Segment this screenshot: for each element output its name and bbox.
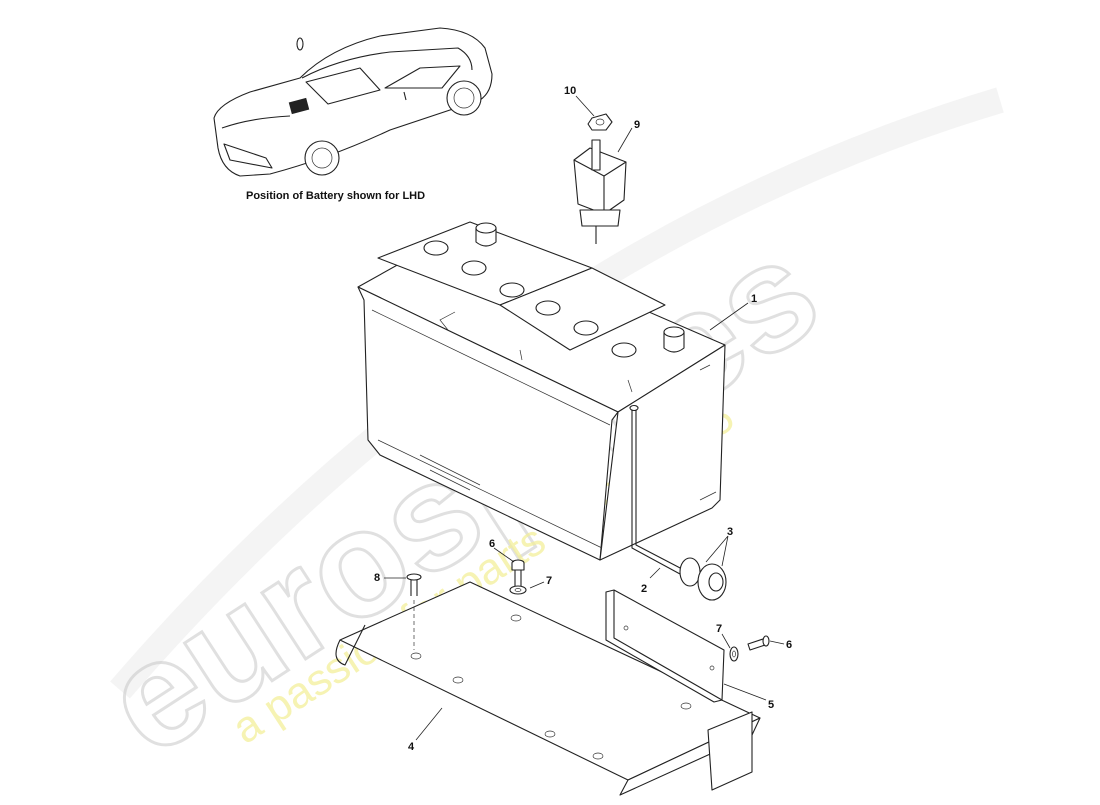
callout-5: 5 (768, 699, 774, 711)
clamp-bar (605, 589, 725, 703)
battery-front-face (357, 286, 619, 561)
battery-terminal-left (475, 222, 497, 247)
car-body (213, 27, 493, 177)
callout-6-upper: 6 (489, 538, 495, 550)
tray-end-flange (707, 711, 753, 791)
terminal-insulator (573, 139, 627, 244)
callout-6-right: 6 (786, 639, 792, 651)
battery (357, 221, 726, 561)
callout-1: 1 (751, 293, 757, 305)
battery-position-caption: Position of Battery shown for LHD (246, 190, 426, 202)
car-roofline (301, 47, 473, 79)
car-side-window (384, 65, 461, 89)
battery-terminal-right (663, 326, 685, 353)
washer-right (729, 646, 739, 662)
battery-lid-right (499, 267, 666, 351)
washer-upper (509, 585, 527, 595)
nut (587, 113, 613, 131)
bolt-upper (511, 559, 525, 586)
car-rear-wheel (446, 80, 482, 116)
callout-4: 4 (408, 741, 415, 753)
callout-7-upper: 7 (546, 575, 552, 587)
car-bonnet-line (221, 115, 291, 129)
vent-tube (635, 410, 685, 571)
car-windscreen (305, 67, 381, 105)
callout-10: 10 (564, 85, 576, 97)
battery-side-face (599, 344, 726, 561)
callout-2: 2 (641, 583, 647, 595)
car-front-wheel (304, 140, 340, 176)
battery-tray (335, 581, 761, 796)
car-grille (223, 143, 273, 169)
grommets (679, 557, 727, 601)
callout-7-right: 7 (716, 623, 722, 635)
callout-9: 9 (634, 119, 640, 131)
callout-labels: 1 2 3 4 5 6 6 7 7 8 9 10 (374, 85, 792, 753)
bolt-right (747, 635, 770, 651)
car-thumbnail (213, 27, 493, 177)
bolt-left (406, 573, 422, 650)
callout-3: 3 (727, 526, 733, 538)
callout-8: 8 (374, 572, 380, 584)
battery-vent-caps (423, 240, 637, 358)
battery-position-marker (288, 97, 310, 115)
leader-lines (384, 95, 785, 741)
